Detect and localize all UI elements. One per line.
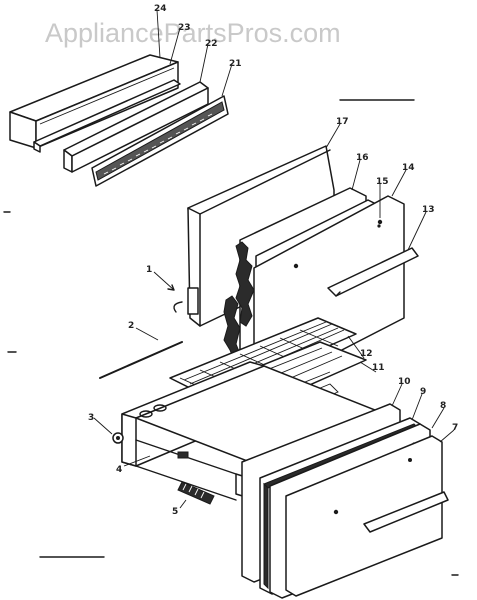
margin-marks xyxy=(3,99,459,576)
callout-4: 4 xyxy=(116,465,122,475)
trim-21-vent xyxy=(91,95,229,187)
callout-10: 10 xyxy=(398,377,411,387)
drawer-handle xyxy=(363,491,449,533)
watermark-text: AppliancePartsPros.com xyxy=(45,18,341,48)
callout-5: 5 xyxy=(172,507,178,517)
screw-3 xyxy=(112,432,124,444)
door-handle-13 xyxy=(327,247,419,297)
leader-lines xyxy=(93,9,455,509)
callout-8: 8 xyxy=(440,401,446,411)
callout-24: 24 xyxy=(154,4,167,14)
callout-9: 9 xyxy=(420,387,426,397)
rod-2 xyxy=(99,341,183,379)
callout-22: 22 xyxy=(205,39,218,49)
callout-13: 13 xyxy=(422,205,435,215)
callout-11: 11 xyxy=(372,363,385,373)
callout-21: 21 xyxy=(229,59,242,69)
callout-23: 23 xyxy=(178,23,191,33)
trim-23 xyxy=(33,79,181,153)
callout-1: 1 xyxy=(146,265,152,275)
hinge-1 xyxy=(173,287,199,315)
callout-16: 16 xyxy=(356,153,369,163)
callout-15: 15 xyxy=(376,177,389,187)
callout-3: 3 xyxy=(88,413,94,423)
callout-17: 17 xyxy=(336,117,349,127)
drawer-front-7 xyxy=(285,435,443,597)
callout-2: 2 xyxy=(128,321,134,331)
callout-labels: 24 23 22 21 17 16 15 14 13 1 2 12 11 10 … xyxy=(88,4,458,517)
callout-14: 14 xyxy=(402,163,415,173)
roller-5 xyxy=(177,481,215,505)
callout-7: 7 xyxy=(452,423,458,433)
callout-12: 12 xyxy=(360,349,373,359)
